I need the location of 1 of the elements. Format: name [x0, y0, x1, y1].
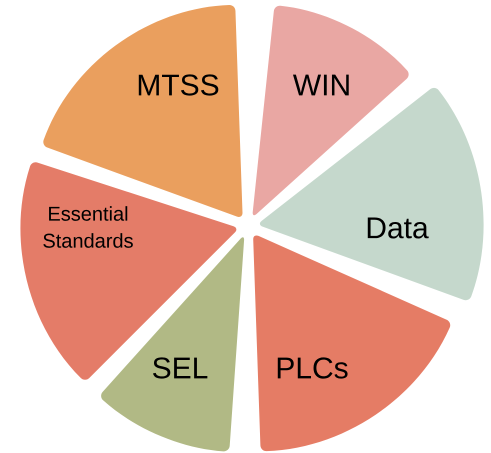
pie-slice: WIN: [252, 6, 409, 216]
